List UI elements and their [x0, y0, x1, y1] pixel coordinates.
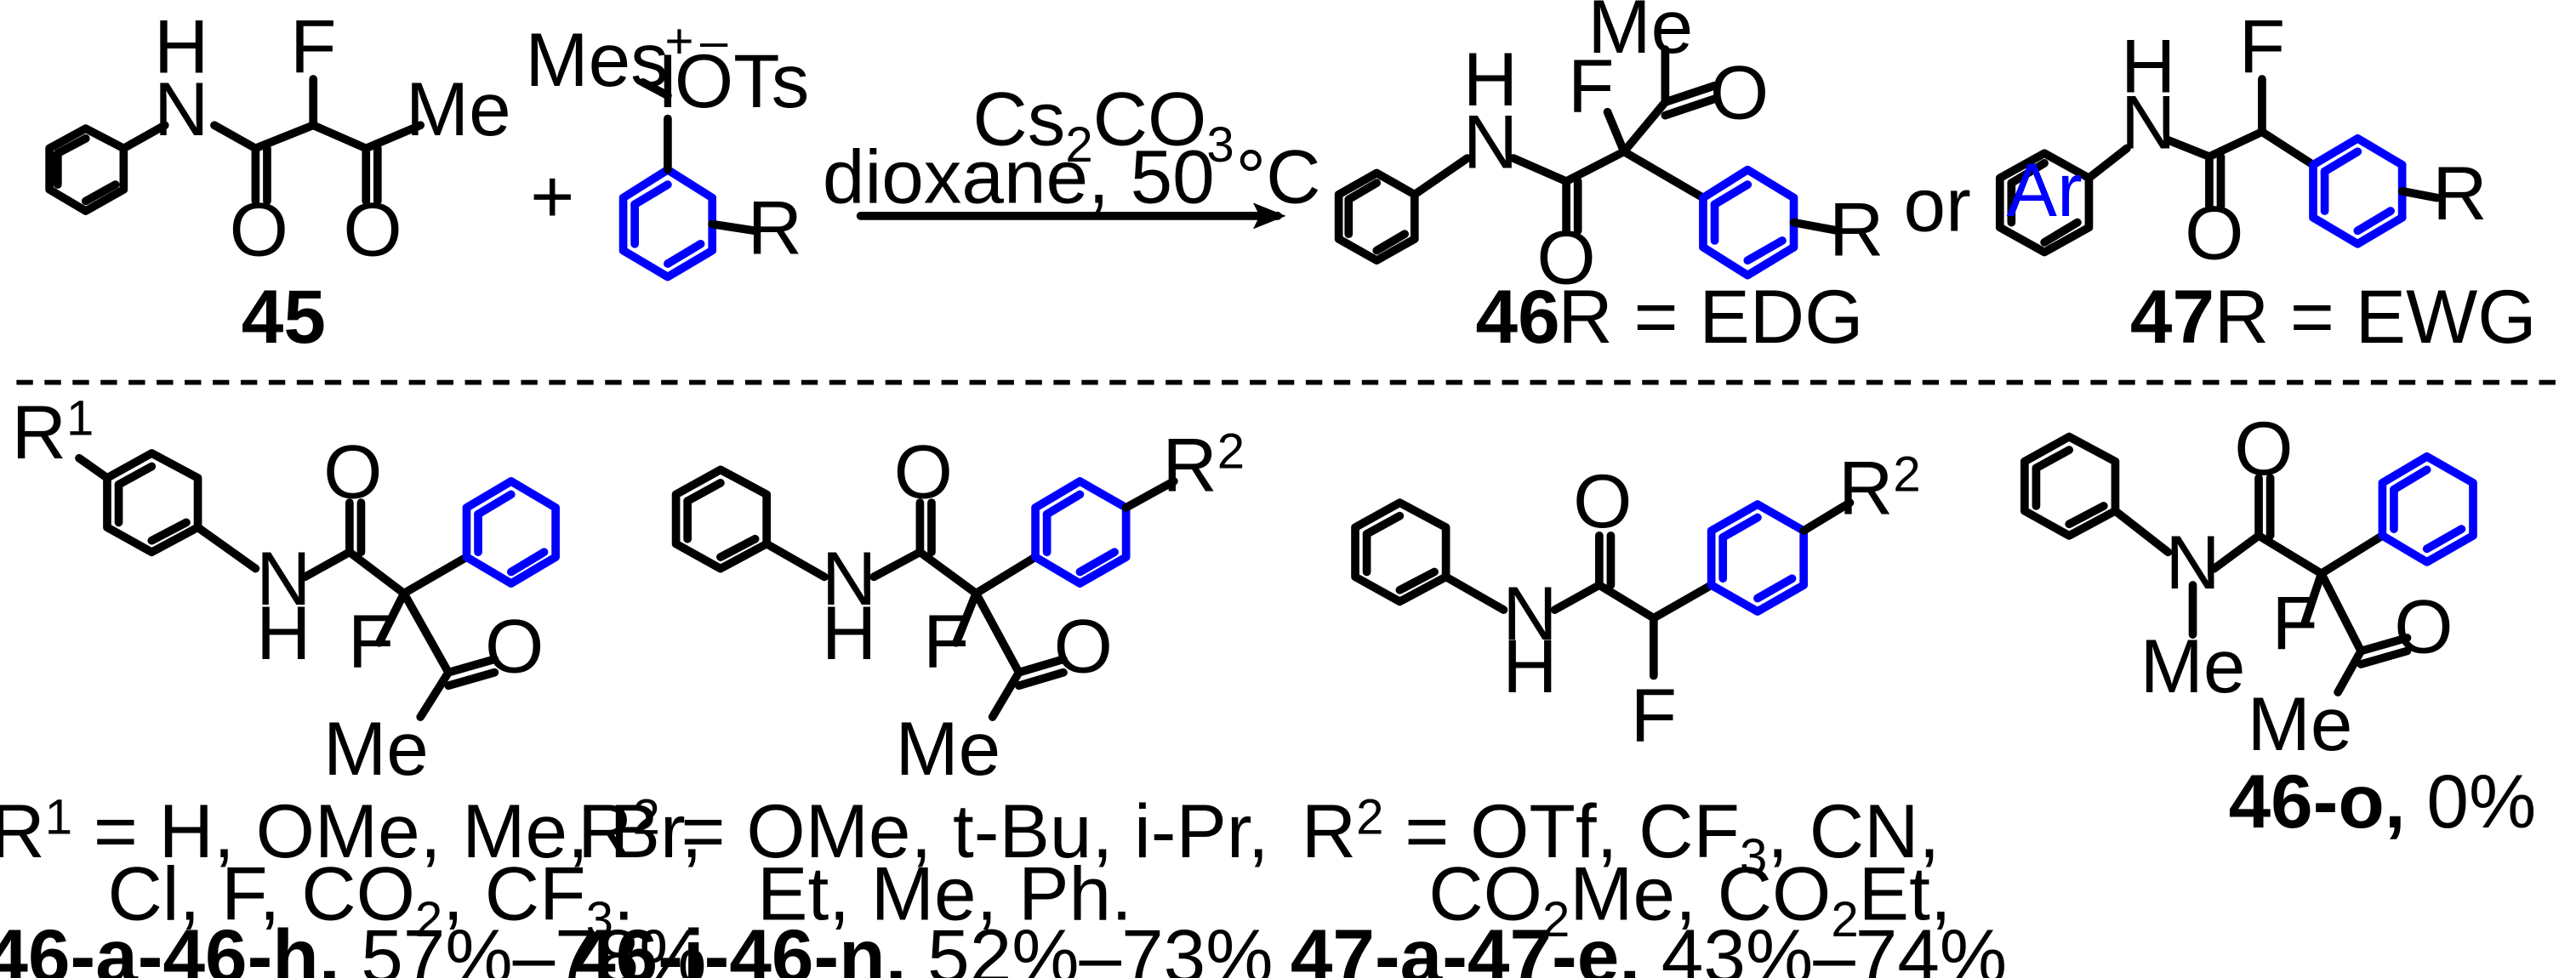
atom-h: H [2121, 24, 2175, 109]
atom-o: O [1710, 50, 1769, 135]
atom-o: O [2185, 190, 2243, 275]
compound-46-label: 46 [1476, 274, 1560, 359]
reaction-arrow [856, 202, 1286, 230]
compound-47-description: R = EWG [2214, 274, 2537, 359]
scope-2-line-1: R2 = OMe, t-Bu, i-Pr, [578, 788, 1268, 873]
atom-o: O [2394, 583, 2453, 668]
scope-3-label: 47-a-47-e, 43%–74% [1291, 913, 2007, 978]
scope-1-line-1: R1 = H, OMe, Me, Br, [0, 788, 703, 873]
compound-47-label: 47 [2130, 274, 2214, 359]
compound-45-structure: N H F O O Me [45, 3, 511, 271]
atom-i: I [658, 38, 679, 123]
atom-me: Me [1587, 0, 1693, 69]
charge-plus: + [664, 14, 693, 69]
scope-3-line-2: CO2Me, CO2Et, [1428, 850, 1951, 947]
atom-f: F [2271, 581, 2317, 666]
atom-n: N [2121, 79, 2175, 164]
atom-r: R [748, 185, 802, 270]
atom-ots: OTs [675, 38, 809, 123]
atom-me: Me [406, 66, 511, 151]
atom-me: Me [2248, 681, 2353, 766]
atom-r: R [1829, 186, 1884, 271]
atom-o: O [230, 186, 288, 271]
scope-2-label: 46-i-46-n, 52%–73% [573, 913, 1273, 978]
atom-f: F [923, 599, 969, 684]
atom-o: O [323, 429, 382, 514]
atom-o: O [2234, 406, 2293, 491]
atom-r: R [2432, 151, 2487, 236]
scope-2-line-2: Et, Me, Ph. [757, 850, 1132, 935]
atom-ar: Ar [2007, 147, 2083, 232]
atom-me: Me [895, 706, 1000, 791]
charge-minus: – [700, 14, 728, 69]
atom-r2: R2 [1162, 423, 1245, 508]
atom-n: N [1502, 571, 1557, 656]
atom-n: N [1463, 100, 1518, 185]
atom-o: O [485, 604, 544, 689]
atom-me: Me [2140, 623, 2246, 708]
atom-h: H [256, 590, 311, 675]
scope-3-structure: N H O F R2 [1351, 446, 1921, 758]
atom-n: N [2165, 520, 2220, 605]
atom-r1: R1 [12, 389, 94, 475]
scope-1-structure: N H O F O Me R1 [12, 389, 560, 791]
iodonium-salt-structure: Mes I OTs + – R [525, 14, 809, 281]
compound-46-structure: N H F O O Me R [1334, 0, 1884, 299]
atom-f: F [348, 599, 394, 684]
atom-n: N [154, 66, 208, 151]
atom-h: H [154, 3, 208, 88]
scope-4-label: 46-o, 0% [2229, 759, 2537, 844]
atom-f: F [290, 3, 336, 88]
atom-o: O [894, 429, 953, 514]
atom-o: O [1054, 604, 1113, 689]
atom-h: H [1463, 37, 1518, 122]
or-text: or [1904, 162, 1971, 247]
atom-f: F [1568, 43, 1614, 128]
compound-46-description: R = EDG [1558, 274, 1863, 359]
atom-o: O [1573, 458, 1632, 543]
reagent-conditions: dioxane, 50 °C [823, 134, 1321, 219]
scope-4-structure: N Me O F O Me [2020, 406, 2477, 766]
atom-f: F [1631, 673, 1677, 758]
compound-47-structure: N H F O Ar R [1995, 3, 2488, 275]
atom-n: N [256, 536, 311, 621]
compound-45-label: 45 [242, 274, 326, 359]
scope-1-line-2: Cl, F, CO2, CF3. [107, 850, 634, 947]
atom-mes: Mes [525, 17, 668, 102]
scope-3-line-1: R2 = OTf, CF3, CN, [1302, 788, 1940, 884]
reagent-cs2co3: Cs2CO3 [972, 77, 1234, 173]
plus-sign: + [530, 154, 574, 239]
atom-f: F [2239, 3, 2285, 88]
atom-o: O [1536, 214, 1595, 299]
scope-2-structure: N H O F O Me R2 [671, 423, 1245, 791]
atom-n: N [822, 536, 876, 621]
atom-h: H [822, 590, 876, 675]
atom-o: O [343, 186, 402, 271]
atom-me: Me [323, 706, 429, 791]
scope-1-label: 46-a-46-h, 57%–78% [0, 913, 707, 978]
atom-h: H [1502, 623, 1557, 708]
atom-r2: R2 [1838, 446, 1921, 531]
